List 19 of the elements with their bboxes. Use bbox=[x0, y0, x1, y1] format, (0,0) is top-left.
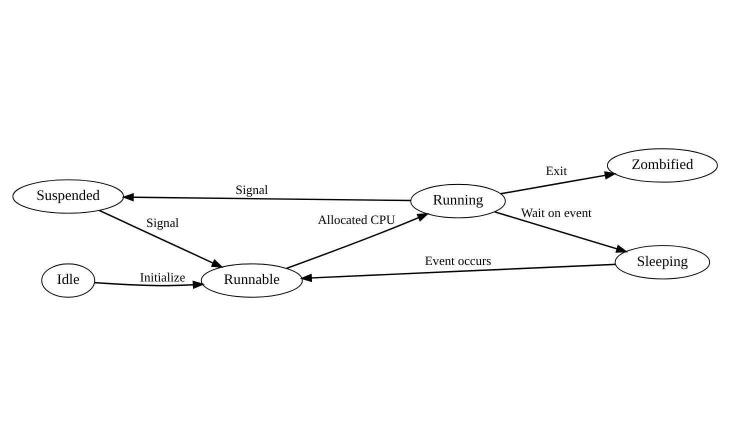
edge-label: Signal bbox=[235, 182, 268, 197]
node-ellipse: Idle bbox=[41, 263, 96, 298]
arrow bbox=[286, 213, 430, 269]
node-ellipse: Suspended bbox=[12, 179, 124, 214]
edge-label: Exit bbox=[546, 164, 568, 178]
edge-label: Wait on event bbox=[521, 206, 592, 220]
edge-label: Initialize bbox=[140, 270, 186, 285]
node-ellipse: Runnable bbox=[200, 263, 303, 298]
arrow bbox=[500, 171, 617, 194]
edge-label: Signal bbox=[146, 216, 179, 230]
node-ellipse: Running bbox=[410, 184, 506, 218]
arrow bbox=[99, 210, 224, 268]
arrow bbox=[494, 211, 628, 253]
arrow bbox=[122, 193, 411, 202]
edge-label: Event occurs bbox=[424, 254, 492, 268]
edge-label: Allocated CPU bbox=[318, 213, 396, 228]
arrow bbox=[94, 280, 205, 290]
arrow bbox=[300, 264, 616, 282]
node-ellipse: Zombified bbox=[606, 148, 718, 183]
